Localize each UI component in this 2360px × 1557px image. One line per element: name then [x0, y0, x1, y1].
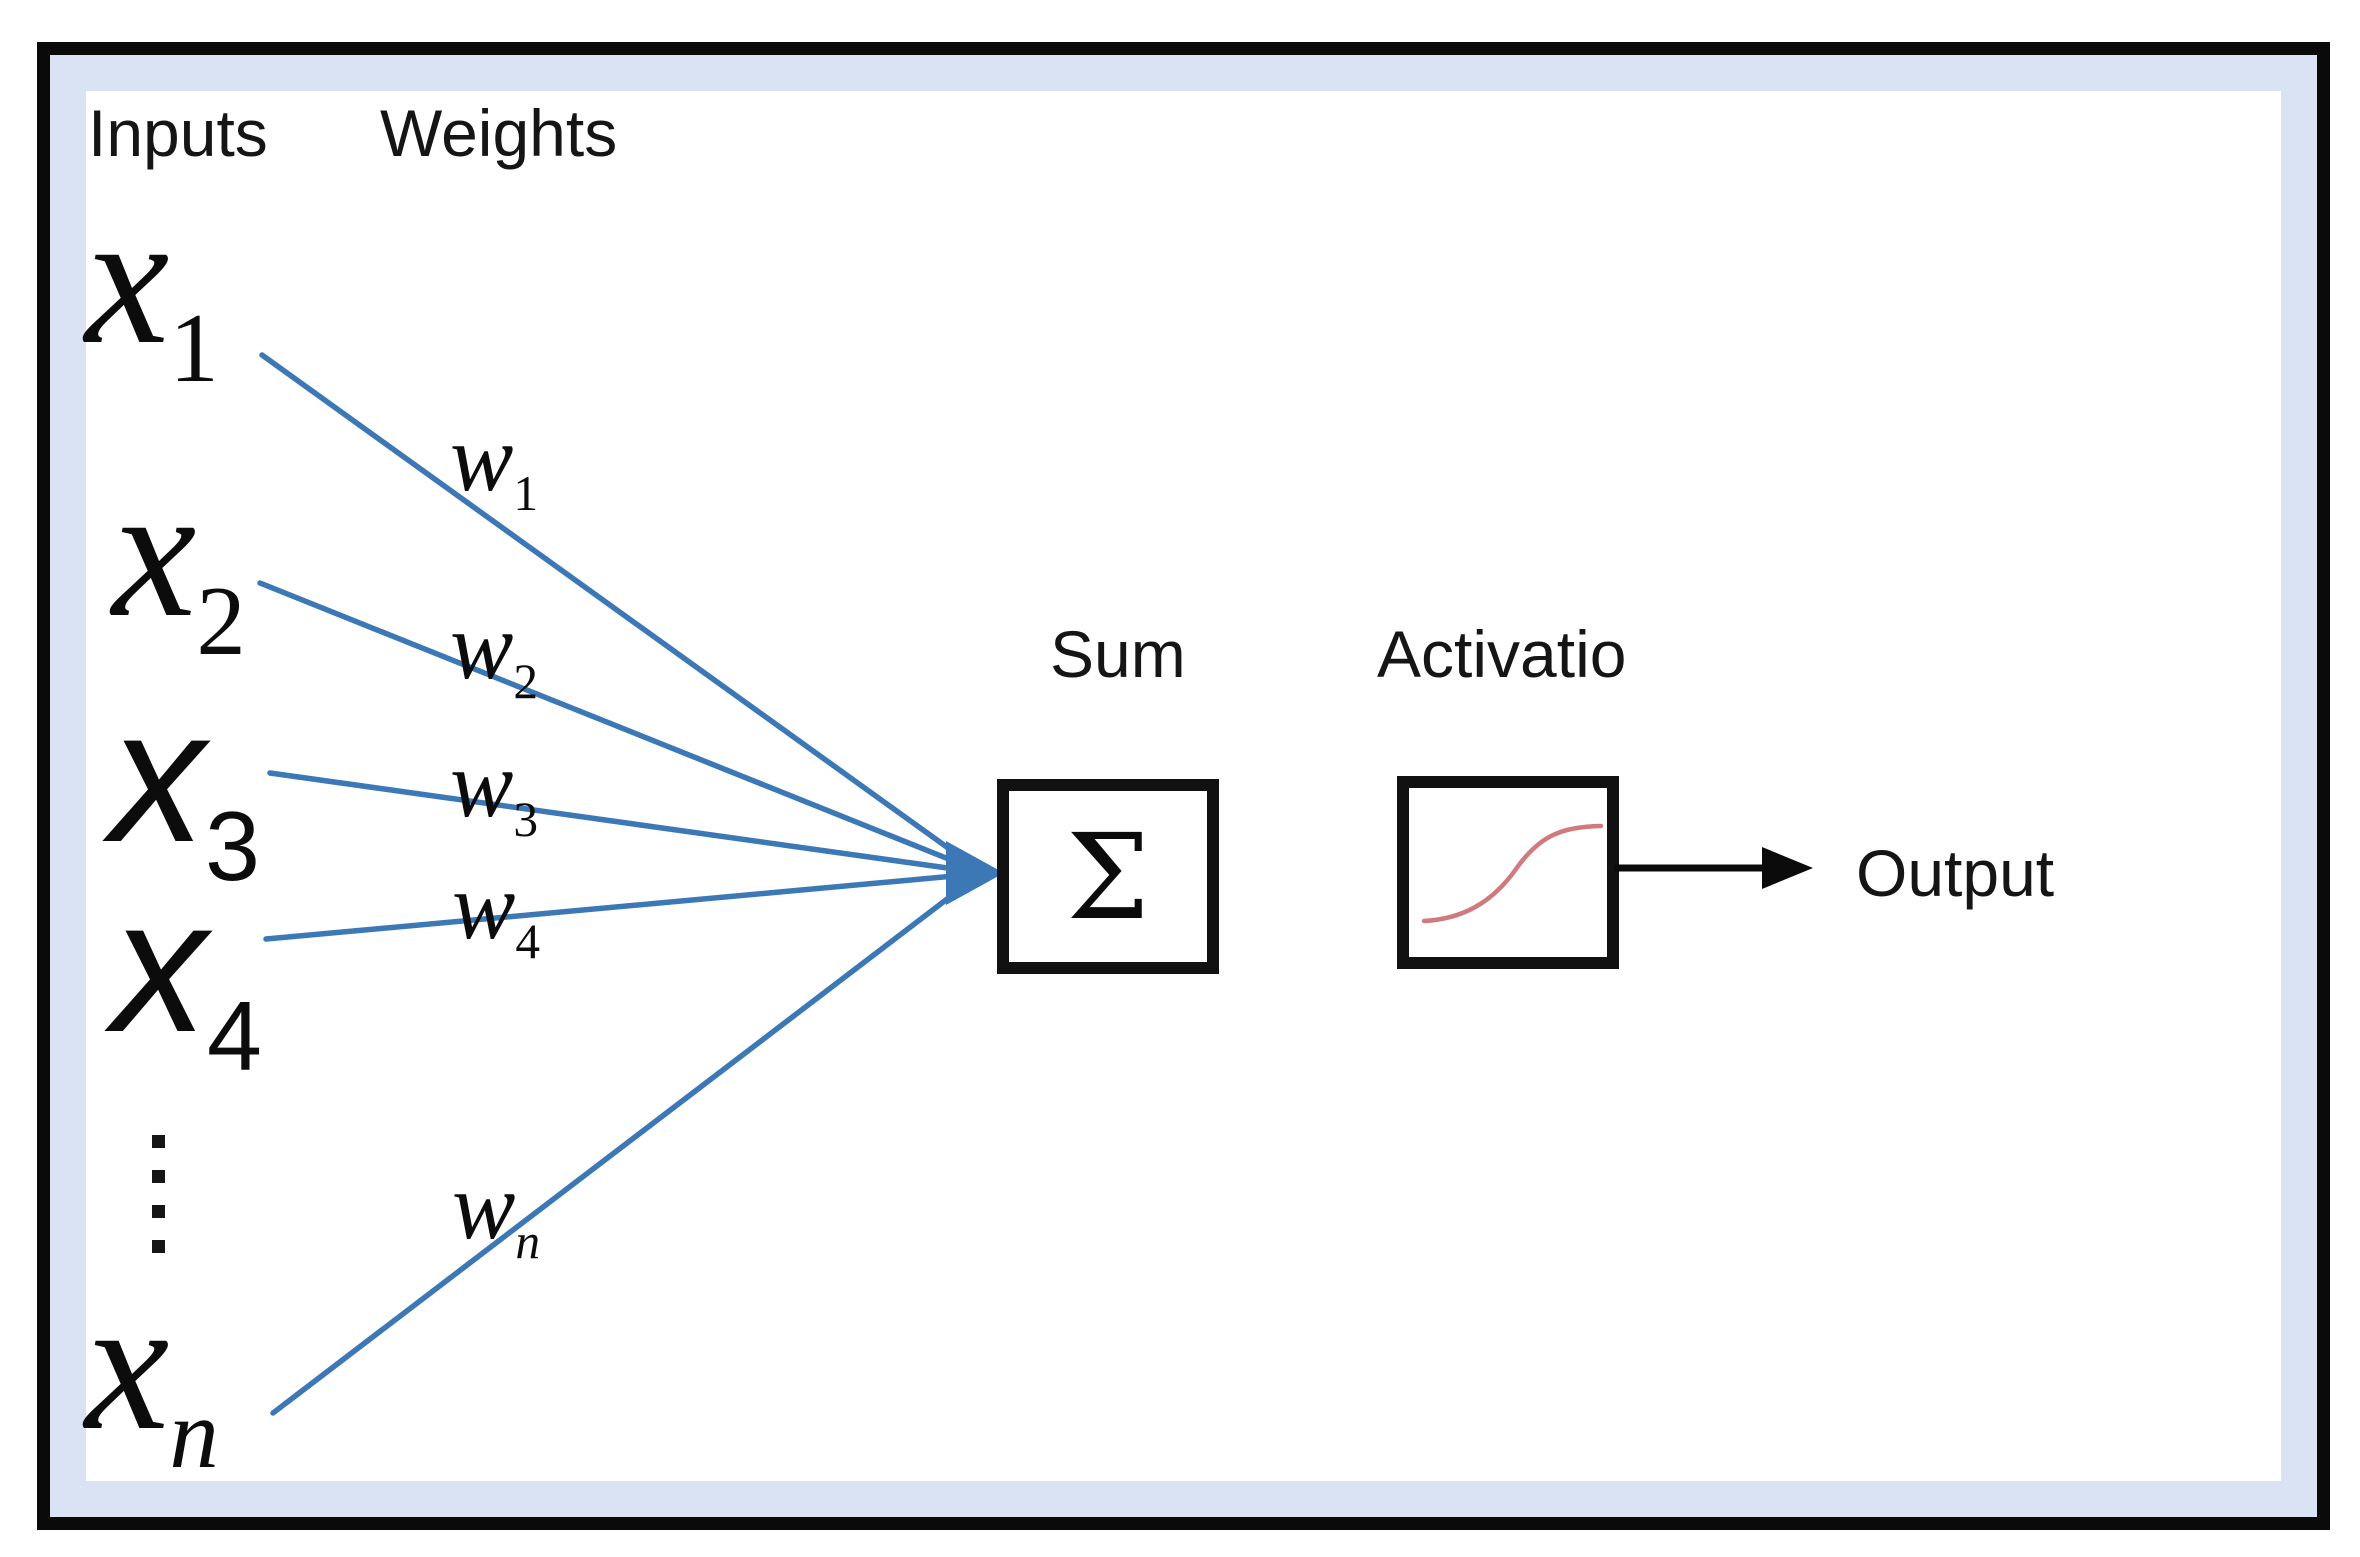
connection-line-x2: [257, 580, 979, 873]
connection-line-xn: [270, 874, 979, 1416]
sigmoid-curve-icon: [1421, 823, 1604, 924]
weight-w2-sub: 2: [513, 654, 539, 709]
weight-w1-sub: 1: [513, 466, 539, 521]
weight-wn-base: w: [452, 1153, 516, 1259]
input-label-xn: xn: [85, 1270, 219, 1484]
weight-w3-sub: 3: [513, 792, 539, 847]
weights-label: Weights: [380, 96, 618, 170]
input-xn-base: x: [85, 1260, 170, 1470]
weight-label-w2: w2: [450, 599, 538, 707]
sum-label: Sum: [1050, 617, 1186, 691]
output-label: Output: [1856, 836, 2055, 910]
input-x1-base: x: [85, 174, 170, 384]
input-label-x1: x1: [85, 184, 219, 398]
connection-line-x3: [267, 770, 979, 875]
connection-line-x1: [259, 352, 979, 871]
weight-wn-sub: n: [515, 1214, 541, 1269]
activation-label: Activatio: [1377, 617, 1627, 691]
ellipsis-dots-icon: [152, 1135, 165, 1253]
weight-w4-sub: 4: [515, 914, 541, 969]
converge-arrowhead-icon: [946, 841, 1004, 905]
weight-label-w3: w3: [450, 737, 538, 845]
input-x3-sub: 3: [205, 791, 260, 901]
input-label-x2: x2: [112, 457, 246, 671]
diagram-frame: [37, 42, 2330, 1530]
sum-box: [997, 779, 1219, 974]
weight-w3-base: w: [450, 731, 514, 837]
input-x1-sub: 1: [169, 294, 219, 403]
weight-label-w1: w1: [450, 411, 538, 519]
weight-label-w4: w4: [452, 859, 540, 967]
inputs-label: Inputs: [88, 96, 268, 170]
weight-w1-base: w: [450, 405, 514, 511]
output-arrowhead-icon: [1762, 847, 1813, 889]
input-label-x3: x3: [110, 681, 260, 895]
input-x3-base: x: [110, 670, 205, 882]
weight-w2-base: w: [450, 593, 514, 699]
weight-w4-base: w: [452, 853, 516, 959]
diagram-inner-panel: [50, 55, 2317, 1517]
input-x2-base: x: [112, 447, 197, 657]
connection-line-x4: [263, 871, 979, 942]
input-xn-sub: n: [169, 1380, 219, 1489]
input-label-x4: x4: [112, 871, 262, 1085]
input-x4-base: x: [112, 860, 207, 1072]
sigma-symbol: Σ: [1066, 807, 1150, 946]
input-x4-sub: 4: [207, 981, 262, 1091]
input-x2-sub: 2: [196, 567, 246, 676]
weight-label-wn: wn: [452, 1159, 540, 1267]
activation-box: [1397, 776, 1619, 969]
